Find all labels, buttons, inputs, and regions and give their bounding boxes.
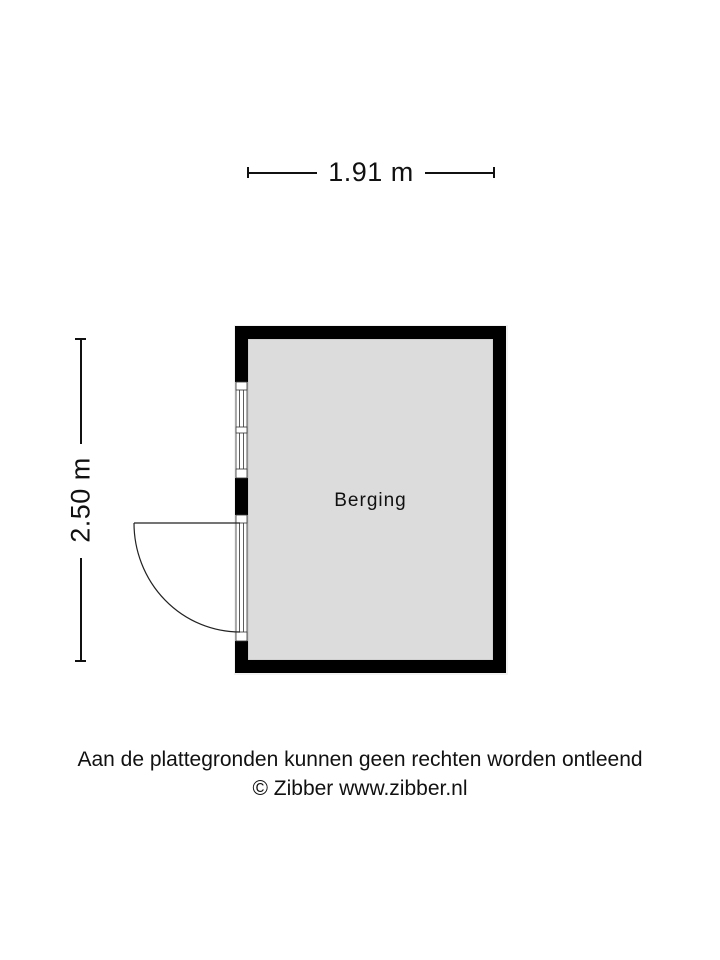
- disclaimer-text: Aan de plattegronden kunnen geen rechten…: [77, 748, 643, 771]
- wall-east: [493, 326, 506, 673]
- dimension-line-right: [425, 172, 495, 174]
- dimension-tick-right: [493, 167, 495, 178]
- height-dimension: 2.50 m: [66, 338, 96, 662]
- wall-south: [235, 660, 506, 673]
- dimension-tick-bottom: [75, 660, 86, 662]
- wall-north: [235, 326, 506, 339]
- dimension-line-bottom: [80, 558, 82, 662]
- width-dimension-label: 1.91 m: [328, 157, 414, 187]
- width-dimension: 1.91 m: [247, 157, 495, 188]
- room-berging-floor: [248, 339, 493, 660]
- copyright-text: © Zibber www.zibber.nl: [252, 777, 468, 800]
- room-label-berging: Berging: [334, 490, 407, 511]
- door: [133, 514, 248, 642]
- wall-west-top: [235, 326, 248, 382]
- dimension-line-top: [80, 338, 82, 444]
- door-swing-arc: [133, 522, 241, 633]
- wall-west-middle: [235, 478, 248, 515]
- window: [235, 381, 248, 479]
- wall-west-bottom: [235, 641, 248, 673]
- dimension-line-left: [247, 172, 317, 174]
